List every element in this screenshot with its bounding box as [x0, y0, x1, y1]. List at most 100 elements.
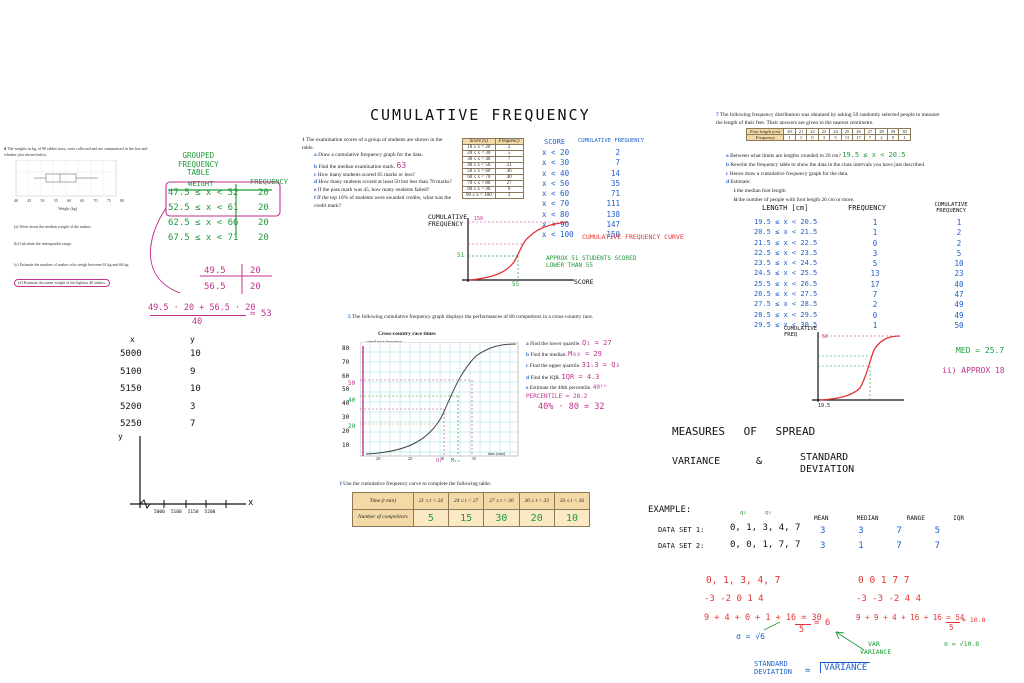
q7-part: c Hence draw a cumulative frequency grap… — [726, 170, 849, 177]
q1-part: f If the top 16% of students were awarde… — [314, 195, 451, 209]
axis-tick: 60 — [67, 198, 71, 203]
q1-x-mark: 55 — [512, 281, 520, 288]
fraction-bar — [150, 315, 246, 316]
q5-chart-xlabel: time (min) — [488, 451, 505, 456]
sigma-right: σ = √10.8 — [944, 640, 980, 648]
part-b: (b) Calculate the interquartile range. — [14, 241, 73, 246]
q5-parts: a Find the lower quartile. Q₁ = 27 b Fin… — [526, 338, 646, 402]
var-left-row3: 9 + 4 + 0 + 1 + 16 = 30 — [704, 613, 822, 623]
var-left-result: = 6 — [814, 618, 831, 628]
q5-mark-40: 40 — [348, 397, 356, 404]
set1-values: 0, 1, 3, 4, 7 — [730, 523, 801, 533]
spread-heading: MEASURES OF SPREAD — [672, 425, 816, 438]
q1-part: a Draw a cumulative frequency graph for … — [314, 152, 423, 158]
q5-part: c Find the upper quartile. 31.3 = Q₃ — [526, 361, 620, 370]
q1-part: e If the pass mark was 45, how many stud… — [314, 187, 430, 194]
qf-value: 10 — [553, 509, 591, 527]
var-left-row1: 0, 1, 3, 4, 7 — [706, 575, 781, 586]
axis-tick: 80 — [120, 198, 124, 203]
q7-col-length: LENGTH [cm] — [762, 204, 809, 212]
q1-part: d How many students scored at least 50 b… — [314, 179, 452, 186]
set1-label: DATA SET 1: — [658, 526, 705, 534]
var-right-row2: -3 -3 -2 4 4 — [856, 594, 922, 604]
q7-stem: 7 The following frequency distribution w… — [716, 112, 940, 126]
var-right-row3: 9 + 9 + 4 + 16 + 16 = 54 — [856, 613, 965, 622]
axis-tick: 40 — [14, 198, 18, 203]
var-left-fraction — [795, 624, 811, 625]
part-a: (a) Write down the median weight of the … — [14, 224, 92, 229]
q1-cf-header: CUMULATIVE FREQUENCY — [578, 138, 645, 144]
q1-graph-xlabel: SCORE — [574, 278, 594, 286]
q7-sub: ii the number of people with foot length… — [734, 196, 855, 203]
q1-part: b Find the median examination mark. 63 — [314, 160, 407, 170]
q7-sub: i the median foot length — [734, 188, 786, 195]
axis-tick: 55 — [53, 198, 58, 203]
var-right-den: 5 — [949, 623, 954, 632]
var-left-row2: -3 -2 0 1 4 — [704, 594, 764, 604]
sd-eq: = — [805, 666, 811, 676]
sd-formula: VARIANCE — [820, 662, 871, 673]
q5-part: a Find the lower quartile. Q₁ = 27 — [526, 339, 612, 347]
axis-tick: 75 — [106, 198, 111, 203]
q1-cf-graph — [462, 218, 574, 282]
var-right-row1: 0 0 1 7 7 — [858, 575, 910, 586]
question-number: d — [4, 146, 7, 151]
q7-part: a Between what limits are lengths rounde… — [726, 151, 906, 159]
q7-graph-ylabel: CUMULATIVE FREQ — [784, 326, 818, 339]
q1-approx-note: APPROX 51 STUDENTS SCORED LOWER THAN 55 — [546, 255, 637, 270]
left-question: d The weights in kg, of 90 rabbit sizes,… — [4, 146, 154, 158]
q1-y-mark: 51 — [457, 252, 465, 259]
variance-arrows — [763, 621, 865, 651]
example-label: EXAMPLE: — [648, 505, 692, 515]
set2-values: 0, 0, 1, 7, 7 — [730, 540, 801, 550]
q7-graph-top: 50 — [822, 334, 829, 340]
q5-chart-title: Cross-country race times — [378, 331, 436, 337]
var-arrow-label: VAR — [868, 640, 880, 648]
box-plot — [15, 160, 117, 197]
spread-stddev: STANDARD DEVIATION — [800, 452, 855, 475]
q5-part: d Find the IQR. IQR = 4.3 — [526, 372, 600, 381]
q5-mark-20: 20 — [348, 423, 356, 430]
spread-amp: & — [756, 456, 763, 467]
qf-value: 30 — [483, 509, 520, 527]
mean-den: 40 — [192, 317, 203, 327]
q7-col-freq: FREQUENCY — [848, 204, 886, 212]
y-header: y — [190, 335, 195, 344]
graph-y-label: y — [118, 432, 123, 441]
variance-label: VARIANCE — [860, 648, 892, 656]
q1-stem: 1 The examination scores of a group of s… — [302, 137, 443, 151]
mean-calc: 49.5 · 20 + 56.5 · 20 — [148, 303, 256, 313]
mean-result: = 53 — [250, 309, 272, 319]
q7-cf-graph — [812, 332, 904, 402]
grouped-table-lines — [149, 181, 281, 294]
part-c: (c) Estimate the number of snakes who we… — [14, 262, 130, 267]
q1-graph-ylabel: CUMULATIVE FREQUENCY — [428, 213, 468, 229]
xy-graph — [130, 436, 246, 510]
q5-chart — [360, 342, 519, 457]
x-header: x — [130, 335, 135, 344]
q5-chart-ylabel: cumulative frequency — [366, 339, 403, 344]
axis-tick: 70 — [93, 198, 98, 203]
axis-tick: 50 — [40, 198, 45, 203]
var-right-result: = 10.8 — [962, 616, 986, 624]
part-d: (d) Estimate the mean weight of the ligh… — [14, 279, 110, 287]
weight-header: WEIGHT — [188, 180, 214, 188]
q7-part: b Rewrite the frequency table to show th… — [726, 162, 926, 169]
qf-text: f Use the cumulative frequency curve to … — [340, 481, 492, 487]
q5-mark-50: 50 — [348, 380, 356, 387]
